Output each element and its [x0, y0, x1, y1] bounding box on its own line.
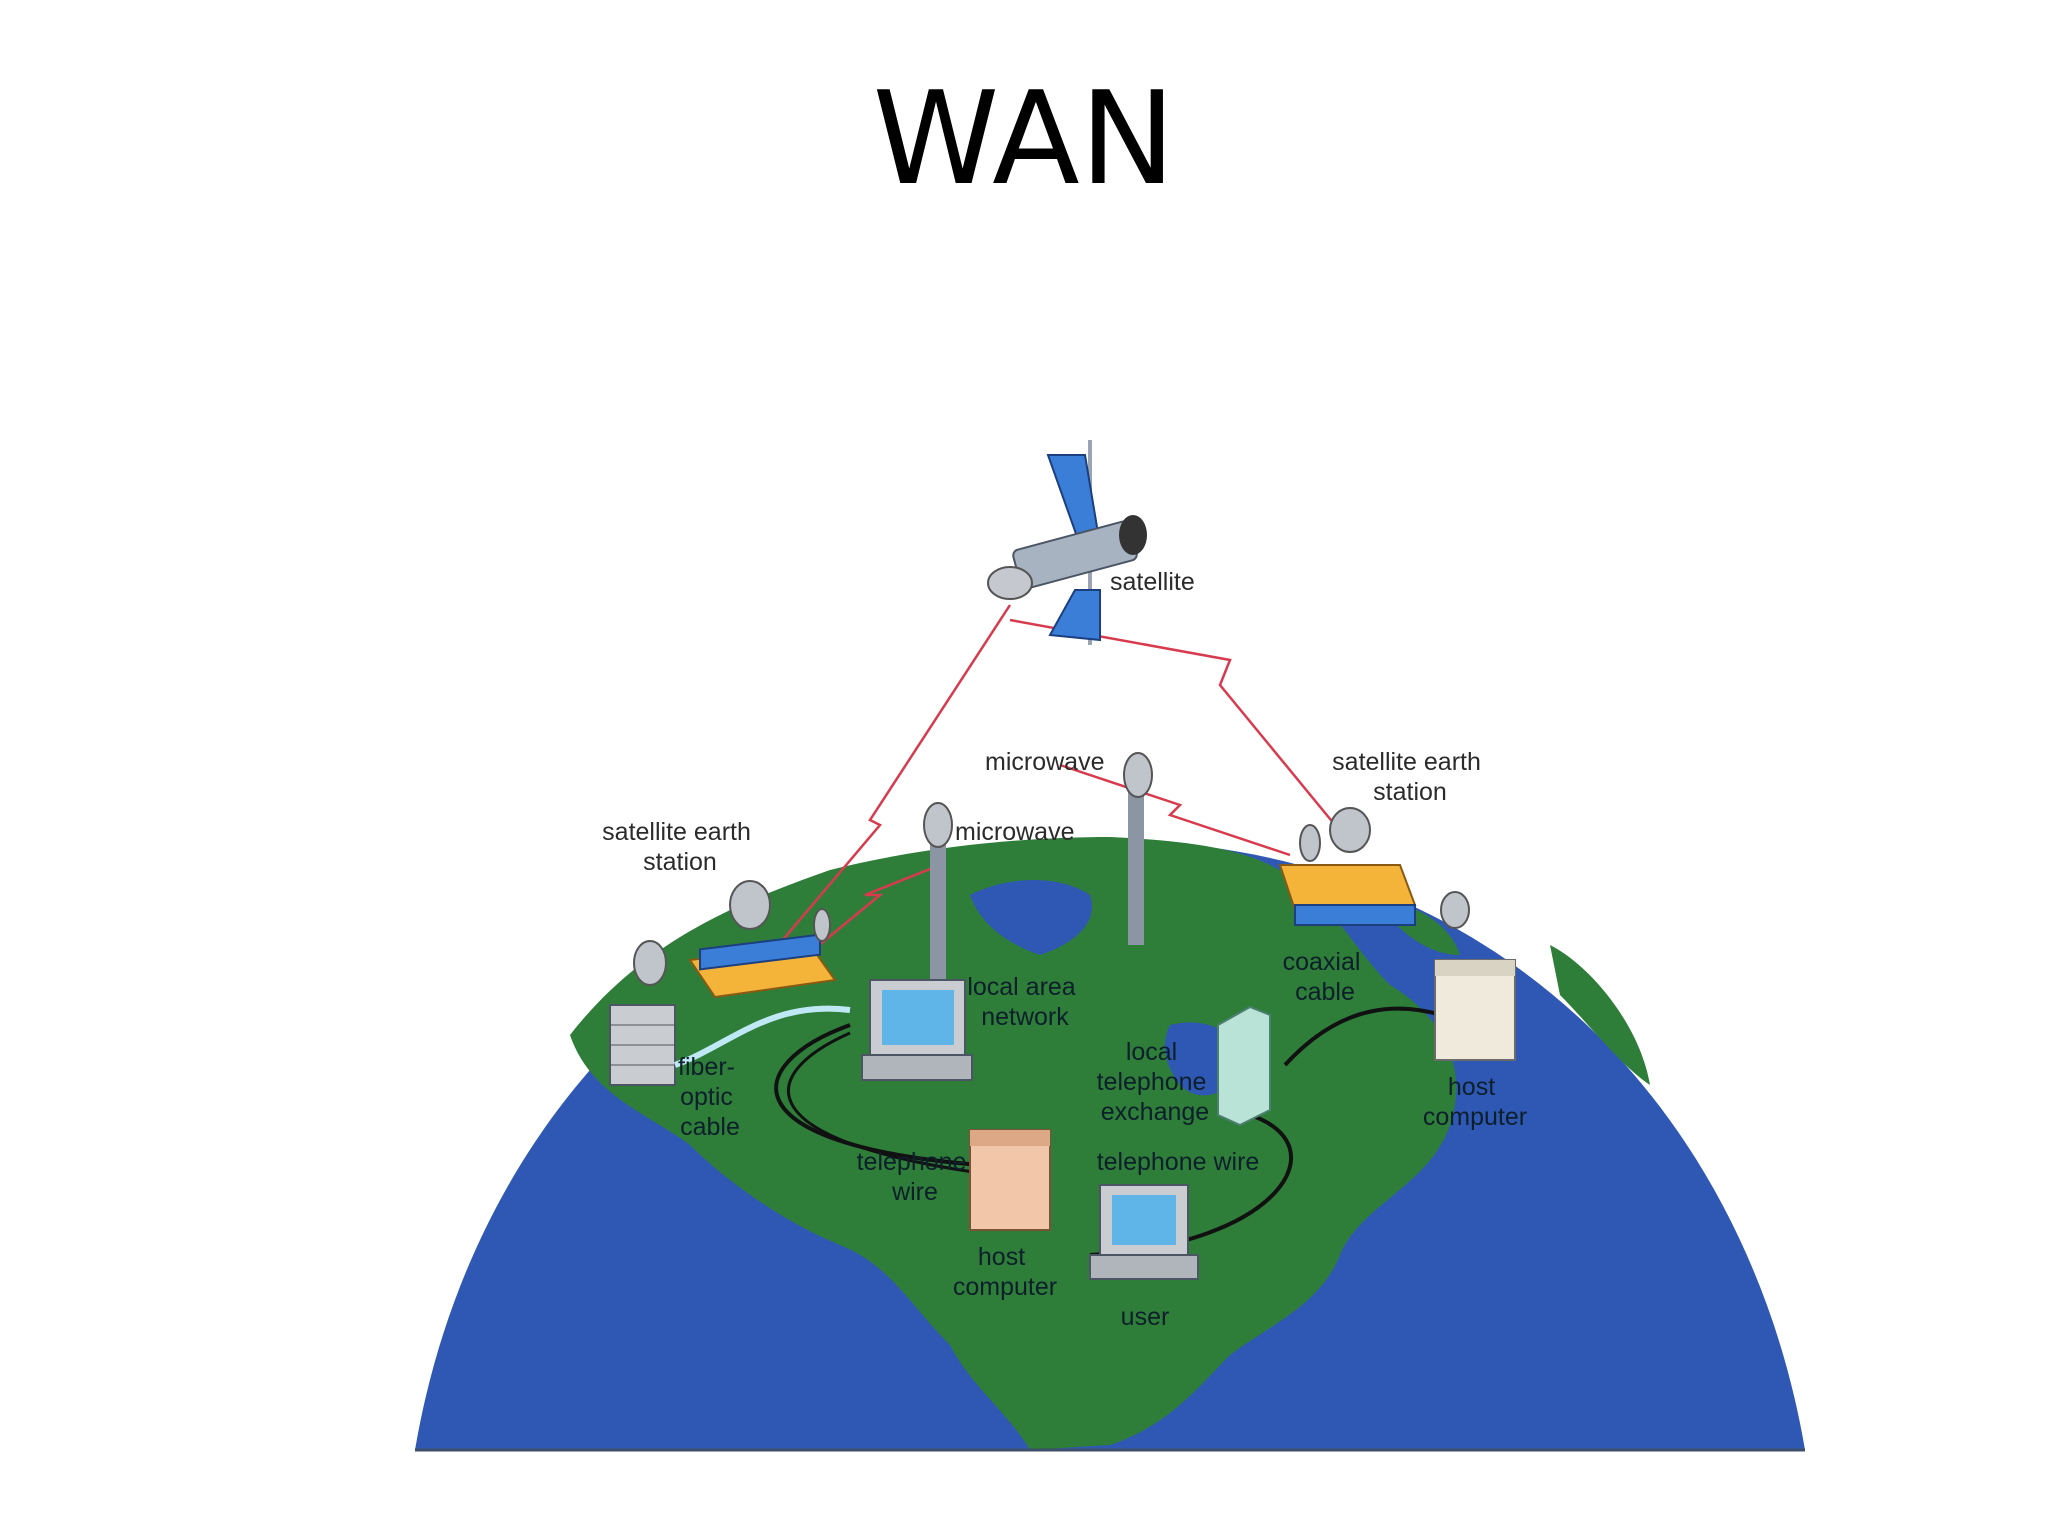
satellite-earth-station-right-label: satellite earth station [1332, 748, 1488, 806]
satellite-earth-station-left-label: satellite earth station [602, 818, 758, 876]
lan-computer-icon [861, 979, 973, 1081]
telephone-wire-left-label: telephone wire [857, 1148, 974, 1206]
satellite-earth-station-right-icon [1278, 807, 1470, 929]
telephone-wire-right-label: telephone wire [1097, 1148, 1260, 1176]
slide-title: WAN [872, 65, 1176, 214]
coaxial-cable-label: coaxial cable [1283, 948, 1368, 1006]
local-telephone-exchange-label: local telephone exchange [1097, 1038, 1214, 1126]
satellite-icon [987, 440, 1147, 645]
telephone-wire-left [774, 1023, 981, 1167]
wireless-links [769, 604, 1336, 966]
satellite-earth-station-left-icon [688, 880, 837, 999]
satellite-link-right [1009, 618, 1336, 826]
microwave-tower-center-icon [1123, 752, 1153, 945]
host-computer-right-icon [1434, 959, 1516, 1061]
office-building-icon [609, 940, 676, 1086]
host-computer-center-icon [969, 1129, 1051, 1231]
telephone-exchange-icon [1217, 1005, 1271, 1127]
user-computer-icon [1089, 1184, 1199, 1280]
microwave-link-right [1059, 763, 1291, 857]
host-computer-center-label: host computer [953, 1243, 1057, 1301]
wan-diagram: satellite microwave microwave satellite … [415, 440, 1805, 1452]
globe [415, 837, 1805, 1452]
local-area-network-label: local area network [967, 973, 1082, 1031]
microwave-label-left: microwave [955, 818, 1074, 846]
fiber-optic-cable [673, 1005, 851, 1068]
microwave-link-left [794, 863, 941, 966]
satellite-label: satellite [1110, 568, 1195, 596]
host-computer-right-label: host computer [1423, 1073, 1527, 1131]
user-label: user [1121, 1303, 1170, 1331]
fiber-optic-cable-label: fiber- optic cable [678, 1053, 742, 1141]
microwave-tower-left-icon [923, 802, 953, 1015]
microwave-label-center: microwave [985, 748, 1104, 776]
satellite-link-left [769, 604, 1012, 956]
